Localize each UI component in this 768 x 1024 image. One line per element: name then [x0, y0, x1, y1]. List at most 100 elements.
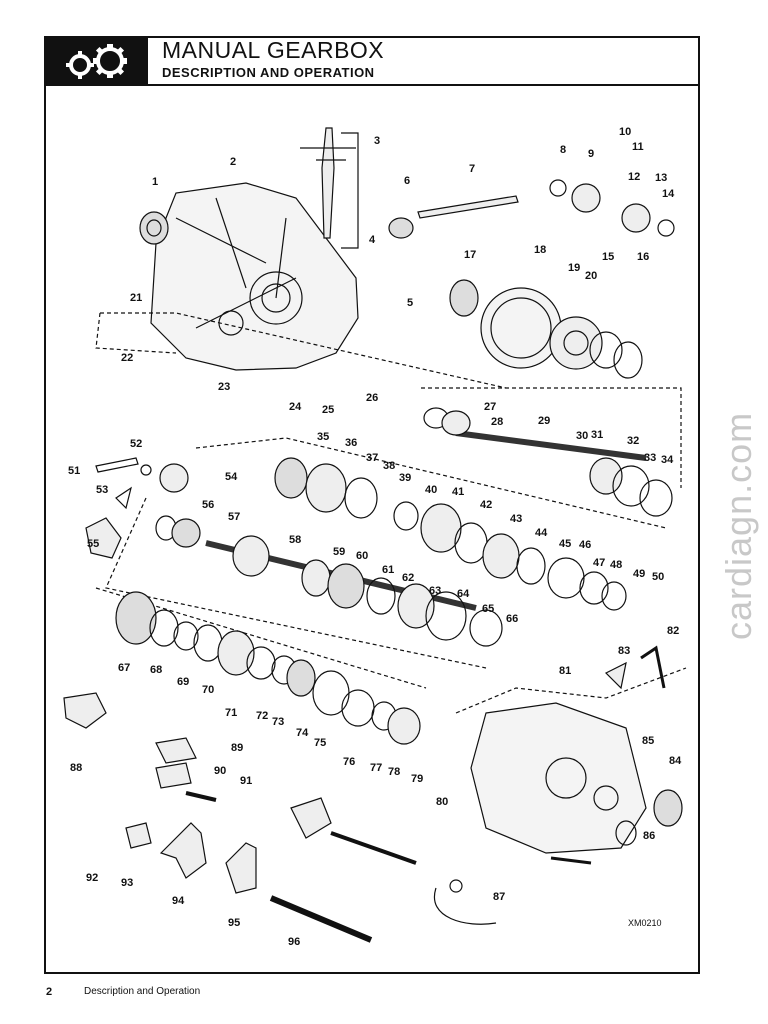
part-label-4: 4 — [369, 234, 376, 246]
part-label-33: 33 — [644, 452, 656, 464]
part-label-91: 91 — [240, 775, 252, 787]
part-label-50: 50 — [652, 571, 664, 583]
part-label-71: 71 — [225, 707, 237, 719]
part-label-51: 51 — [68, 465, 80, 477]
part-label-30: 30 — [576, 430, 588, 442]
part-label-58: 58 — [289, 534, 301, 546]
part-label-47: 47 — [593, 557, 605, 569]
part-label-25: 25 — [322, 404, 334, 416]
part-label-70: 70 — [202, 684, 214, 696]
part-label-6: 6 — [404, 175, 410, 187]
part-label-60: 60 — [356, 550, 368, 562]
part-label-1: 1 — [152, 176, 158, 188]
part-label-85: 85 — [642, 735, 654, 747]
part-label-40: 40 — [425, 484, 437, 496]
part-label-28: 28 — [491, 416, 503, 428]
page-subtitle: DESCRIPTION AND OPERATION — [162, 65, 375, 80]
drawing-code: XM0210 — [628, 918, 662, 928]
part-label-83: 83 — [618, 645, 630, 657]
part-label-52: 52 — [130, 438, 142, 450]
page-number: 2 — [46, 986, 53, 998]
part-label-64: 64 — [457, 588, 470, 600]
part-label-38: 38 — [383, 460, 395, 472]
part-label-78: 78 — [388, 766, 400, 778]
part-label-96: 96 — [288, 936, 300, 948]
part-label-16: 16 — [637, 251, 649, 263]
part-label-93: 93 — [121, 877, 133, 889]
part-label-62: 62 — [402, 572, 414, 584]
part-label-84: 84 — [669, 755, 682, 767]
part-label-77: 77 — [370, 762, 382, 774]
header-divider — [148, 84, 700, 86]
part-label-90: 90 — [214, 765, 226, 777]
part-label-8: 8 — [560, 144, 566, 156]
part-label-80: 80 — [436, 796, 448, 808]
part-label-3: 3 — [374, 135, 380, 147]
part-label-49: 49 — [633, 568, 645, 580]
part-label-53: 53 — [96, 484, 108, 496]
part-label-57: 57 — [228, 511, 240, 523]
part-label-14: 14 — [662, 188, 675, 200]
part-label-46: 46 — [579, 539, 591, 551]
part-label-18: 18 — [534, 244, 546, 256]
part-label-95: 95 — [228, 917, 240, 929]
part-label-81: 81 — [559, 665, 571, 677]
part-label-31: 31 — [591, 429, 603, 441]
part-label-73: 73 — [272, 716, 284, 728]
part-label-79: 79 — [411, 773, 423, 785]
page-title: MANUAL GEARBOX — [162, 37, 385, 63]
part-label-11: 11 — [632, 141, 644, 153]
part-label-37: 37 — [366, 452, 378, 464]
watermark: cardiagn.com — [718, 411, 759, 640]
part-label-76: 76 — [343, 756, 355, 768]
part-label-75: 75 — [314, 737, 326, 749]
part-label-32: 32 — [627, 435, 639, 447]
part-label-88: 88 — [70, 762, 82, 774]
part-label-34: 34 — [661, 454, 674, 466]
part-label-12: 12 — [628, 171, 640, 183]
part-label-65: 65 — [482, 603, 494, 615]
part-label-42: 42 — [480, 499, 492, 511]
part-label-69: 69 — [177, 676, 189, 688]
part-label-72: 72 — [256, 710, 268, 722]
part-label-36: 36 — [345, 437, 357, 449]
part-label-67: 67 — [118, 662, 130, 674]
part-label-7: 7 — [469, 163, 475, 175]
part-label-89: 89 — [231, 742, 243, 754]
part-label-87: 87 — [493, 891, 505, 903]
part-label-35: 35 — [317, 431, 329, 443]
part-label-29: 29 — [538, 415, 550, 427]
gears-icon — [44, 36, 148, 86]
footer-section: Description and Operation — [84, 986, 201, 997]
part-label-92: 92 — [86, 872, 98, 884]
part-label-48: 48 — [610, 559, 622, 571]
page-frame — [44, 36, 700, 974]
part-label-55: 55 — [87, 538, 99, 550]
part-label-17: 17 — [464, 249, 476, 261]
part-label-22: 22 — [121, 352, 133, 364]
part-label-94: 94 — [172, 895, 185, 907]
part-label-66: 66 — [506, 613, 518, 625]
part-label-54: 54 — [225, 471, 238, 483]
part-label-39: 39 — [399, 472, 411, 484]
part-label-27: 27 — [484, 401, 496, 413]
part-label-56: 56 — [202, 499, 214, 511]
part-label-10: 10 — [619, 126, 631, 138]
part-label-74: 74 — [296, 727, 309, 739]
part-label-59: 59 — [333, 546, 345, 558]
part-label-5: 5 — [407, 297, 413, 309]
part-label-15: 15 — [602, 251, 614, 263]
part-label-19: 19 — [568, 262, 580, 274]
part-label-43: 43 — [510, 513, 522, 525]
part-label-82: 82 — [667, 625, 679, 637]
part-label-44: 44 — [535, 527, 548, 539]
part-label-86: 86 — [643, 830, 655, 842]
part-label-45: 45 — [559, 538, 571, 550]
part-label-23: 23 — [218, 381, 230, 393]
part-label-2: 2 — [230, 156, 236, 168]
part-label-26: 26 — [366, 392, 378, 404]
part-label-24: 24 — [289, 401, 302, 413]
part-label-68: 68 — [150, 664, 162, 676]
part-label-61: 61 — [382, 564, 394, 576]
